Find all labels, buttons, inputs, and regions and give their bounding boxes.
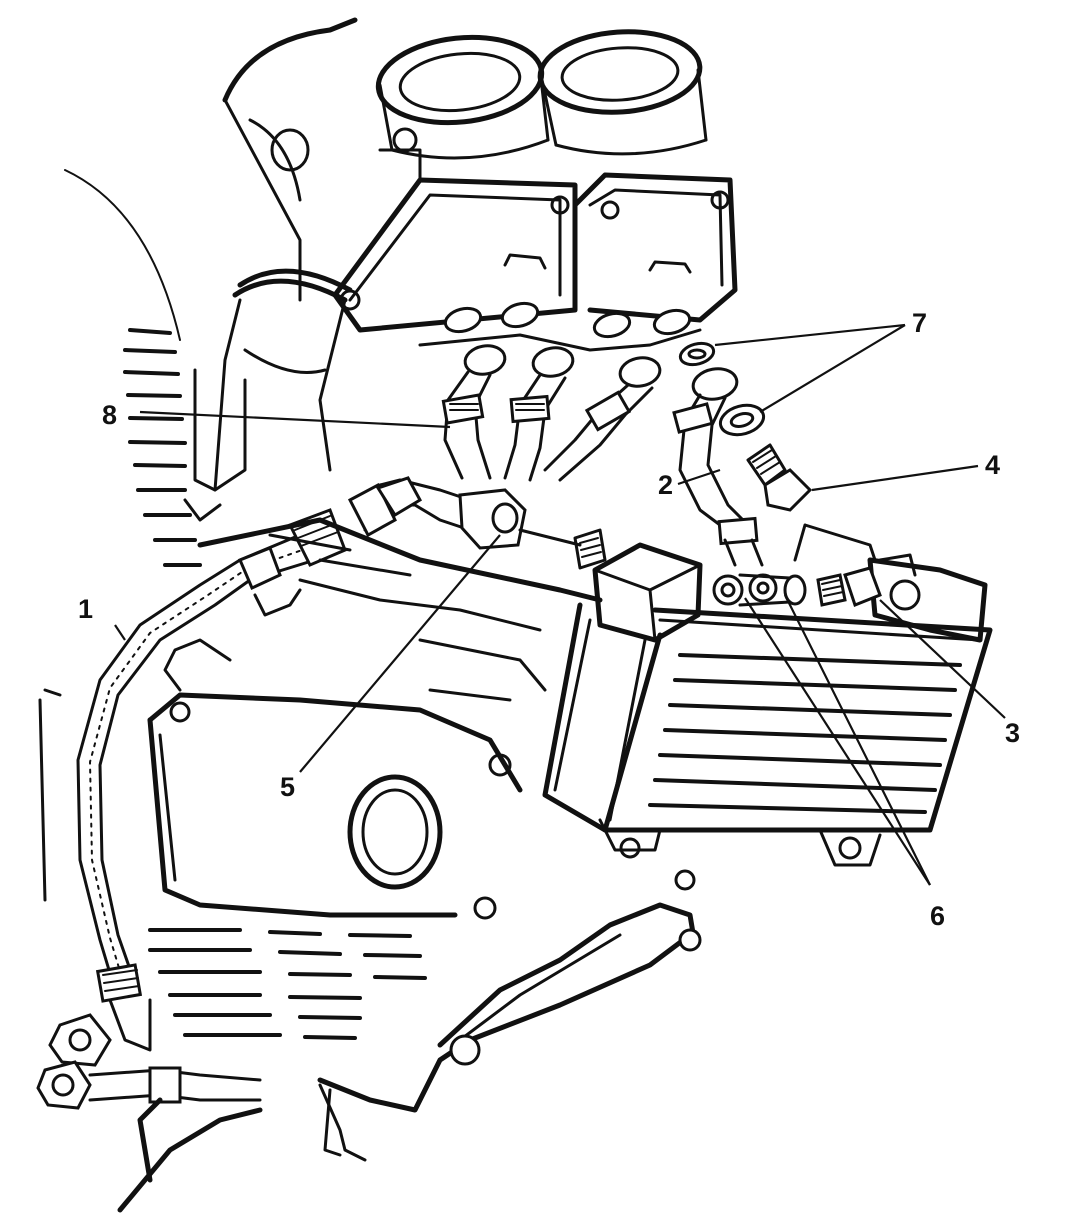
- cylinder-head-cover-right: [572, 172, 738, 323]
- cooler-fins: [648, 653, 962, 814]
- callout-6: 6: [930, 901, 945, 931]
- callout-8: 8: [102, 400, 117, 430]
- crankcase-cooling-fins: [148, 928, 427, 1040]
- callout-2: 2: [658, 470, 673, 500]
- oil-pipe-2: [672, 341, 764, 567]
- cooler-fittings-6: [712, 573, 807, 607]
- lower-banjo-fittings: [36, 1013, 262, 1110]
- oil-hose-1: [76, 508, 347, 1052]
- intake-manifold-tube: [213, 17, 358, 492]
- callout-3: 3: [1005, 718, 1020, 748]
- callout-7: 7: [912, 308, 927, 338]
- banjo-bolt-4: [746, 443, 813, 512]
- engine-crankcase: [38, 517, 696, 920]
- head-oil-ports: [418, 301, 702, 352]
- callout-4: 4: [985, 450, 1000, 480]
- carburetor-intake-left: [375, 34, 550, 160]
- cylinder-fins-left: [123, 328, 247, 567]
- callout-1: 1: [78, 594, 93, 624]
- frame-tube: [64, 169, 181, 341]
- callout-5: 5: [280, 772, 295, 802]
- callout-leaders: [114, 323, 1006, 886]
- oil-hose-5: [347, 476, 607, 570]
- pipe-union-3: [816, 553, 917, 607]
- carburetor-intake-right: [537, 29, 708, 156]
- oil-cooler: [542, 523, 993, 867]
- cylinder-head-cover-left: [332, 127, 578, 333]
- oil-pipe-assembly-8: [441, 344, 662, 482]
- sealing-washers-7: [718, 403, 766, 437]
- callout-labels: 1 2 3 4 5 6 7 8: [78, 308, 1020, 931]
- oil-sump: [117, 902, 702, 1213]
